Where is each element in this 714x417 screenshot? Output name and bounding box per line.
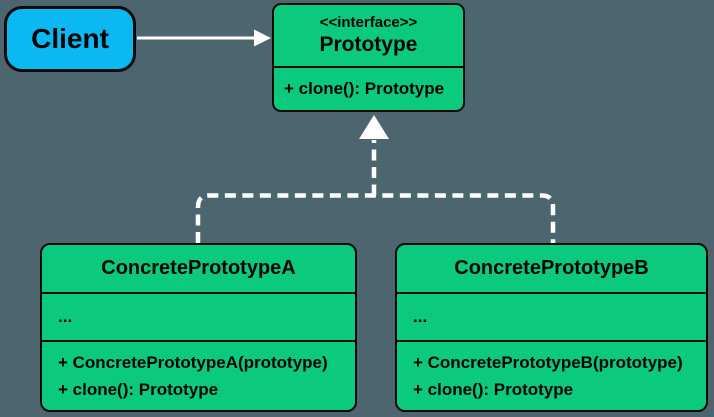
client-node: Client [4, 6, 136, 72]
prototype-name-label: Prototype [319, 33, 418, 56]
client-label: Client [31, 23, 109, 54]
concrete-a-name-label: ConcretePrototypeA [101, 257, 296, 279]
realization-dashed-connector [195, 140, 556, 243]
method-label: + clone(): Prototype [58, 380, 219, 399]
method-label: + clone(): Prototype [284, 79, 445, 98]
prototype-interface-node: <<interface>> Prototype + clone(): Proto… [272, 3, 465, 112]
prototype-methods-compartment: + clone(): Prototype [274, 66, 463, 110]
concrete-prototype-b-node: ConcretePrototypeB ... + ConcretePrototy… [395, 243, 708, 412]
interface-stereotype-label: <<interface>> [319, 14, 418, 31]
realization-arrowhead-icon [359, 115, 389, 139]
attribute-label: ... [58, 307, 73, 326]
attribute-label: ... [413, 307, 428, 326]
concrete-a-attributes-compartment: ... [42, 292, 355, 340]
prototype-header: <<interface>> Prototype [274, 5, 463, 66]
concrete-prototype-a-node: ConcretePrototypeA ... + ConcretePrototy… [40, 243, 357, 412]
method-label: + clone(): Prototype [413, 380, 574, 399]
association-arrowhead-icon [254, 29, 271, 47]
concrete-b-attributes-compartment: ... [397, 292, 706, 340]
concrete-b-methods-compartment: + ConcretePrototypeB(prototype) + clone(… [397, 340, 706, 410]
concrete-b-name-label: ConcretePrototypeB [454, 257, 649, 279]
method-label: + ConcretePrototypeA(prototype) [58, 353, 328, 372]
concrete-a-methods-compartment: + ConcretePrototypeA(prototype) + clone(… [42, 340, 355, 410]
method-label: + ConcretePrototypeB(prototype) [413, 353, 683, 372]
